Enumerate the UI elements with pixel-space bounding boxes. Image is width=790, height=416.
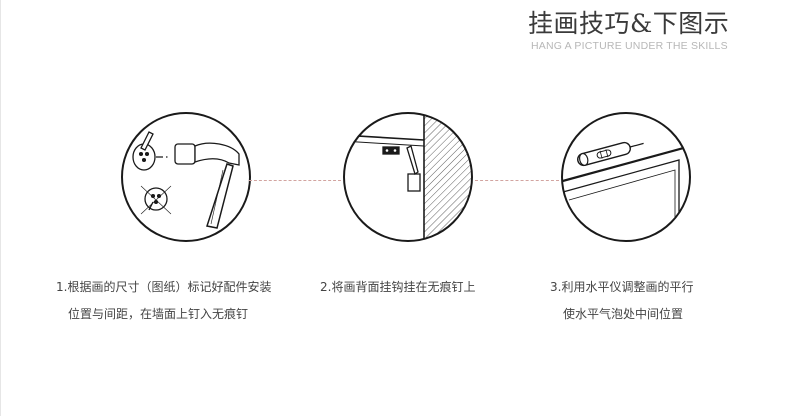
step-1-caption-line-2: 位置与间距，在墙面上钉入无痕钉	[68, 307, 249, 321]
hook-on-wall-icon	[343, 112, 473, 242]
step-1-illustration	[119, 110, 253, 244]
connector-line-2	[475, 180, 559, 181]
page-title: 挂画技巧&下图示	[528, 9, 730, 38]
spirit-level-icon	[561, 112, 691, 242]
step-2-illustration	[341, 110, 475, 244]
page-border	[0, 0, 1, 416]
nail-hammer-icon	[121, 112, 251, 242]
step-3-illustration	[559, 110, 693, 244]
step-3-caption-line-2: 使水平气泡处中间位置	[563, 307, 684, 321]
page-subtitle: HANG A PICTURE UNDER THE SKILLS	[531, 40, 728, 52]
step-2-caption: 2.将画背面挂钩挂在无痕钉上	[320, 280, 476, 294]
step-3-caption-line-1: 3.利用水平仪调整画的平行	[550, 280, 694, 294]
connector-line-1	[249, 180, 341, 181]
step-1-caption-line-1: 1.根据画的尺寸（图纸）标记好配件安装	[56, 280, 272, 294]
